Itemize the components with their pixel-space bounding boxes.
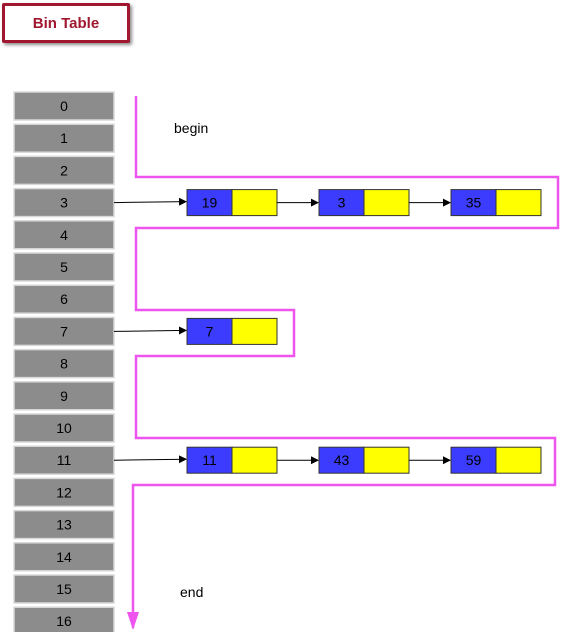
- bin-label: 1: [60, 130, 68, 146]
- bin-label: 9: [60, 388, 68, 404]
- node-pointer-box: [495, 189, 542, 217]
- bin-label: 3: [60, 195, 68, 211]
- bin-cell-box: [13, 284, 115, 314]
- list-node: 43: [318, 446, 410, 474]
- bin-cell-box: [13, 509, 115, 540]
- bin-cell-box: [13, 445, 115, 475]
- bin-cell-box: [13, 316, 115, 347]
- bin-to-node-arrow: [113, 455, 187, 464]
- bin-cell-box: [13, 220, 115, 250]
- bin-label: 2: [60, 162, 68, 178]
- bin-cell-10: 10: [13, 413, 115, 443]
- bin-label: 8: [60, 356, 68, 372]
- bin-label: 4: [60, 227, 68, 243]
- node-pointer-box: [495, 446, 542, 474]
- bin-label: 5: [60, 259, 68, 275]
- bin-cell-9: 9: [13, 381, 115, 411]
- node-key-box: [318, 446, 365, 474]
- traversal-line: [131, 96, 560, 628]
- node-value: 43: [334, 452, 350, 468]
- node-value: 19: [202, 195, 218, 211]
- bin-cell-7: 7: [13, 316, 115, 347]
- node-pointer-box: [231, 317, 278, 345]
- bin-cell-box: [13, 123, 115, 153]
- bin-label: 14: [56, 549, 72, 565]
- bin-cell-13: 13: [13, 509, 115, 540]
- node-pointer-box: [231, 189, 278, 217]
- bin-cell-box: [13, 381, 115, 411]
- bin-label: 11: [57, 452, 72, 468]
- traversal-path: [127, 96, 560, 630]
- bin-label: 12: [56, 484, 72, 500]
- bin-to-node-arrow: [113, 197, 187, 206]
- begin-label: begin: [174, 120, 208, 136]
- list-node: 7: [186, 317, 278, 345]
- bin-cell-box: [13, 413, 115, 443]
- node-value: 3: [338, 195, 346, 211]
- list-node: 11: [186, 446, 278, 474]
- bin-cell-15: 15: [13, 574, 115, 604]
- bin-cell-1: 1: [13, 123, 115, 153]
- end-label: end: [180, 584, 203, 600]
- node-pointer-box: [363, 189, 410, 217]
- bin-label: 6: [60, 291, 68, 307]
- node-key-box: [318, 189, 365, 217]
- bin-label: 16: [56, 613, 72, 629]
- node-value: 59: [466, 452, 482, 468]
- bin-cell-box: [13, 155, 115, 186]
- chains: 19 3 35 7 11 43 59: [113, 189, 542, 474]
- bin-cell-box: [13, 91, 115, 121]
- node-key-box: [450, 446, 497, 474]
- bin-cell-box: [13, 574, 115, 604]
- bin-cell-box: [13, 252, 115, 282]
- list-node: 59: [450, 446, 542, 474]
- bin-table-title: Bin Table: [2, 3, 130, 43]
- bin-cell-box: [13, 477, 115, 508]
- bin-cell-box: [13, 187, 115, 218]
- bin-cell-box: [13, 606, 115, 632]
- bin-label: 10: [56, 420, 72, 436]
- list-node: 35: [450, 189, 542, 217]
- bin-cell-box: [13, 348, 115, 379]
- node-key-box: [186, 189, 233, 217]
- bin-cell-6: 6: [13, 284, 115, 314]
- node-pointer-box: [363, 446, 410, 474]
- traversal-arrowhead: [127, 612, 139, 630]
- bin-cell-box: [13, 542, 115, 572]
- bin-cell-14: 14: [13, 542, 115, 572]
- bin-label: 0: [60, 98, 68, 114]
- bin-cell-3: 3: [13, 187, 115, 218]
- node-pointer-box: [231, 446, 278, 474]
- node-value: 11: [202, 452, 217, 468]
- node-value: 7: [206, 323, 214, 339]
- bin-label: 7: [60, 323, 68, 339]
- bin-cell-2: 2: [13, 155, 115, 186]
- bin-cell-4: 4: [13, 220, 115, 250]
- bin-cell-12: 12: [13, 477, 115, 508]
- list-node: 19: [186, 189, 278, 217]
- bin-label: 13: [56, 517, 72, 533]
- list-node: 3: [318, 189, 410, 217]
- bin-to-node-arrow: [113, 326, 187, 335]
- bin-cell-5: 5: [13, 252, 115, 282]
- node-value: 35: [466, 195, 482, 211]
- bin-cell-16: 16: [13, 606, 115, 632]
- bin-cell-11: 11: [13, 445, 115, 475]
- bin-cell-0: 0: [13, 91, 115, 121]
- bin-label: 15: [56, 581, 72, 597]
- node-key-box: [186, 446, 233, 474]
- node-key-box: [186, 317, 233, 345]
- bin-cell-8: 8: [13, 348, 115, 379]
